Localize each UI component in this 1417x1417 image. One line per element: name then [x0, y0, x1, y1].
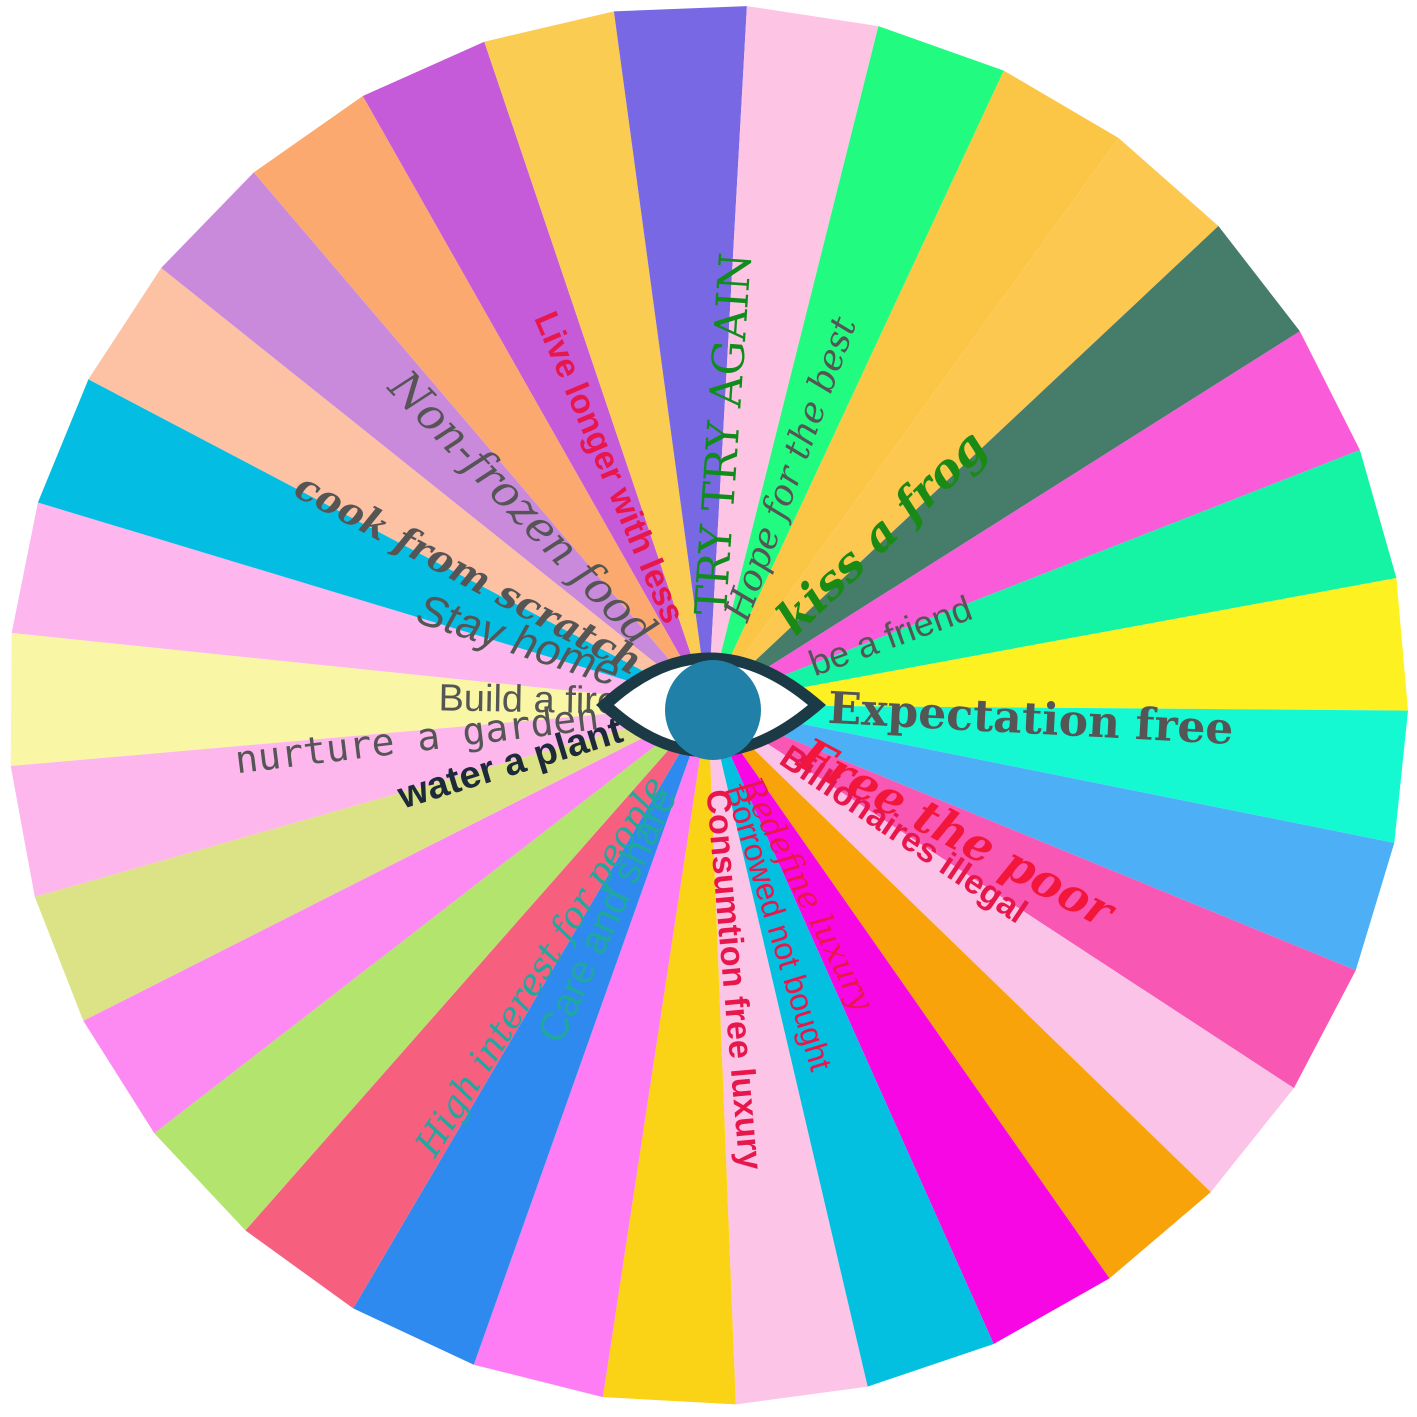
wheel-segment [708, 705, 1395, 971]
wheel-segment [10, 632, 708, 766]
wheel-segment [708, 705, 1211, 1279]
wheel-segment [708, 331, 1360, 705]
wheel-segment [708, 6, 879, 706]
segment-label: Build a fire [438, 677, 618, 722]
wheel-segment [708, 705, 1356, 1089]
wheel-segment [245, 705, 708, 1309]
wheel-segment [353, 705, 708, 1365]
wheel-segment [708, 226, 1300, 705]
wheel-segment [708, 578, 1408, 711]
wheel-segment [602, 705, 736, 1405]
wheel-segment [37, 379, 708, 705]
wheel-segment [83, 705, 709, 1134]
wheel-segment [708, 705, 1294, 1193]
wheel-segment [362, 41, 708, 705]
wheel-segment [253, 96, 709, 705]
wheel-segment [708, 705, 994, 1387]
wheel-segment [88, 267, 708, 705]
wheel-segment [708, 70, 1119, 706]
wheel-segment [161, 172, 708, 705]
wheel-segment [708, 705, 868, 1405]
wheel-segment [484, 11, 708, 705]
wheel-segment [708, 705, 1110, 1344]
wheel-segment [34, 705, 709, 1021]
wheel-segment [708, 26, 1004, 706]
wheel-segment [708, 705, 1408, 843]
eye-icon [596, 652, 826, 760]
wheel-segment [613, 6, 747, 706]
wheel-segment [473, 705, 708, 1398]
wheel-segment [10, 705, 708, 897]
wheel-segment [154, 705, 709, 1231]
wheel-segments [10, 6, 1408, 1405]
wheel-segment [708, 138, 1219, 705]
wheel-segment [708, 450, 1397, 705]
wheel-segment [11, 502, 708, 705]
